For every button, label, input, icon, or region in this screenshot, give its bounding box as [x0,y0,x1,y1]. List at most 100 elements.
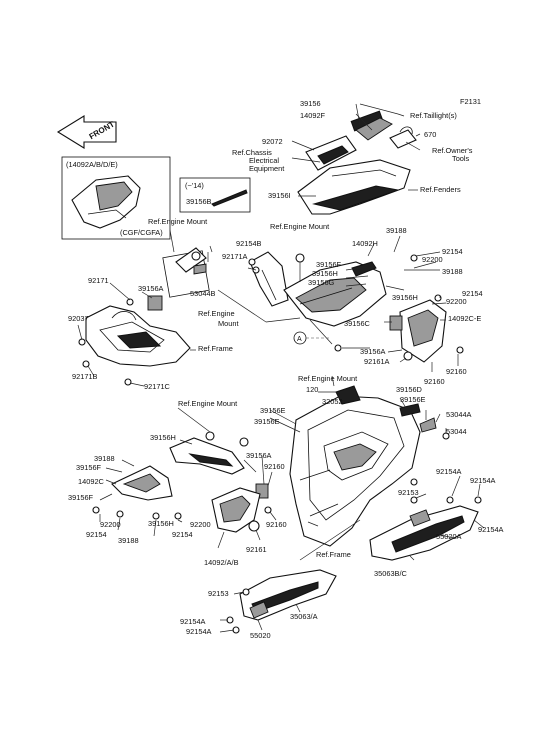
label-92154b: 92154B [236,239,262,248]
ref-chassis-2: Electrical [249,156,279,165]
label-92171c: 92171C [144,382,171,391]
label-39156d: 39156D [396,385,422,394]
inset-39156b-part: 39156B [186,197,212,206]
label-92160-d: 92160 [266,520,287,529]
label-14092ce: 14092C-E [448,314,481,323]
ref-frame-a: Ref.Frame [198,344,233,353]
label-39156a-a: 39156A [360,347,386,356]
right-footpeg-bracket [369,475,485,561]
label-92161a: 92161A [364,357,390,366]
label-39156h-c: 39156H [150,433,176,442]
ref-owners-2: Tools [452,154,470,163]
label-55020: 55020 [250,631,271,640]
label-39156f-b: 39156F [76,463,102,472]
spacer-53044a [419,417,437,433]
label-92160-c: 92160 [264,462,285,471]
label-39156f-a: 39156F [316,260,342,269]
spacer-53044b [193,263,207,275]
label-92200-c: 92200 [100,520,121,529]
bolt-92160 [456,346,464,354]
ref-engine-c2: Mount [218,319,239,328]
inset-39156b-box: (~'14) 39156B [179,177,251,213]
strip-39156d [399,403,421,417]
ref-engine-mount-e: Ref.Engine Mount [178,399,237,408]
label-92160-a: 92160 [446,367,467,376]
label-14092f: 14092F [300,111,326,120]
ref-taillights: Ref.Taillight(s) [410,111,457,120]
label-39188-b: 39188 [442,267,463,276]
label-92154a-a: 92154A [436,467,462,476]
label-92154-b: 92154 [462,289,483,298]
label-92200-a: 92200 [422,255,443,264]
label-92154a-e: 92154A [186,627,212,636]
bolt-92154-a [410,254,418,262]
label-92037: 92037 [68,314,89,323]
label-39156h-b: 39156H [392,293,418,302]
mount-bracket-b [249,251,289,307]
bolt-92171b [82,360,90,368]
nut-92161 [248,520,260,532]
label-39156h-d: 39156H [148,519,174,528]
label-39156e-a: 39156E [400,395,426,404]
pad-39156c [389,315,403,331]
right-middle-cluster [283,235,464,372]
label-39188-d: 39188 [118,536,139,545]
label-39156a-c: 39156A [246,451,272,460]
inset-39156b-header: (~'14) [185,181,204,190]
main-frame [269,375,450,561]
bolt-92153 [410,496,418,504]
label-39156a-b: 39156A [138,284,164,293]
label-14092h: 14092H [352,239,378,248]
ref-chassis-1: Ref.Chassis [232,148,272,157]
pad-39156a [147,295,163,311]
cover-55020 [249,601,269,619]
callout-a-upper: A [293,331,330,345]
label-39156c: 39156C [344,319,371,328]
label-92171b: 92171B [72,372,98,381]
tool-670 [399,126,413,135]
label-35063bc: 35063B/C [374,569,408,578]
label-53044b: 53044B [190,289,216,298]
label-39156f-c: 39156F [68,493,94,502]
label-92154-a: 92154 [442,247,463,256]
label-92153-a: 92153 [398,488,419,497]
label-35063a: 35063/A [290,612,318,621]
ref-frame-b: Ref.Frame [316,550,351,559]
label-92072: 92072 [262,137,283,146]
label-120: 120 [306,385,318,394]
inset-14092-header: (14092A/B/D/E) [66,160,118,169]
ref-engine-mount-a: Ref.Engine Mount [148,217,207,226]
ref-engine-mount-d: Ref.Engine Mount [298,374,357,383]
bolt-92171 [126,298,134,306]
label-39188-a: 39188 [386,226,407,235]
label-92161: 92161 [246,545,267,554]
label-39156i: 39156I [268,191,291,200]
label-92200-d: 92200 [190,520,211,529]
bolt-92171c [124,378,132,386]
label-92153-b: 92153 [208,589,229,598]
rear-cover-cluster [291,103,421,215]
label-39156-top: 39156 [300,99,321,108]
plate-owners-tools [389,129,417,149]
label-92160-b: 92160 [424,377,445,386]
label-39156h-a: 39156H [312,269,338,278]
bolt-engine-mount-c [334,344,342,352]
ref-fenders: Ref.Fenders [420,185,461,194]
label-39188-c: 39188 [94,454,115,463]
main-frame-body [289,395,421,547]
label-92171: 92171 [88,276,109,285]
label-39156g: 39156G [308,278,335,287]
label-39156e-b: 39156E [260,406,286,415]
rear-fender-body [297,159,411,215]
label-92154a-b: 92154A [470,476,496,485]
callout-a-upper-text: A [297,336,302,343]
ref-engine-c1: Ref.Engine [198,309,235,318]
cover-14092f [355,117,393,141]
label-14092c: 14092C [78,477,105,486]
label-670: 670 [424,130,436,139]
bolt-92154-b [434,294,442,302]
label-92171a: 92171A [222,252,248,261]
front-left-subframe [77,245,213,387]
label-53044a: 53044A [446,410,472,419]
